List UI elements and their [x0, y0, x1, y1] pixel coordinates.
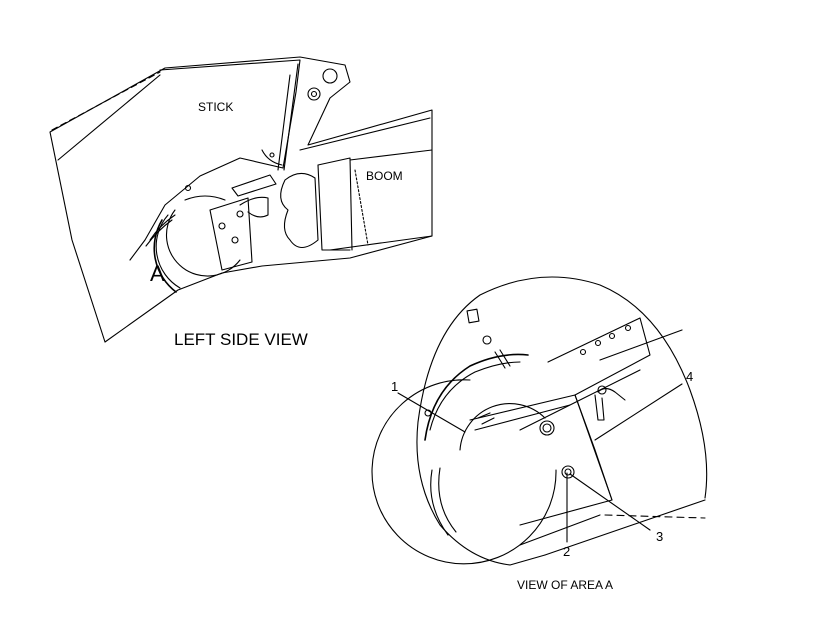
area-a-marker: A [150, 261, 165, 286]
callout-2: 2 [563, 544, 571, 559]
callout-4: 4 [686, 369, 694, 384]
left-side-view-title: LEFT SIDE VIEW [174, 330, 308, 349]
view-of-area-a-title: VIEW OF AREA A [517, 578, 614, 592]
stick-label: STICK [198, 100, 234, 114]
boom-label: BOOM [366, 169, 403, 183]
callout-1: 1 [391, 379, 399, 394]
callout-3: 3 [656, 529, 664, 544]
